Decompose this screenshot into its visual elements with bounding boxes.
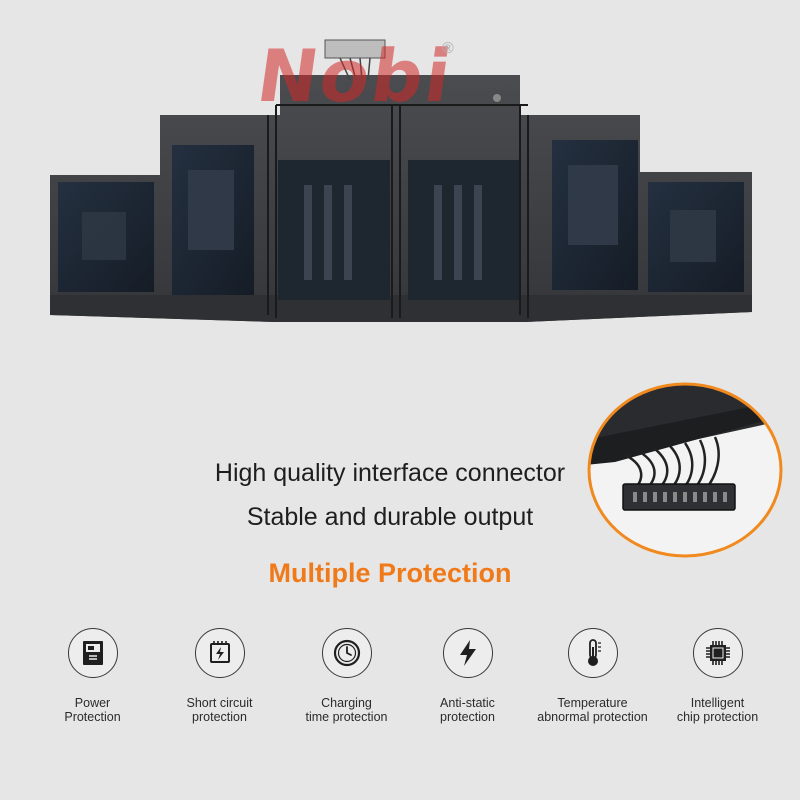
cell-label-far-left bbox=[58, 182, 154, 292]
feature-charging-line2: time protection bbox=[305, 710, 388, 724]
feature-charging-time: Charging time protection bbox=[284, 628, 409, 724]
feature-chip-line2: chip protection bbox=[676, 710, 759, 724]
power-meter-icon bbox=[67, 628, 118, 678]
chip-icon bbox=[692, 628, 743, 678]
feature-temperature-line1: Temperature bbox=[557, 696, 628, 710]
clock-icon bbox=[321, 628, 372, 678]
cell-label-center-left bbox=[278, 160, 390, 300]
feature-charging-line1: Charging bbox=[321, 696, 372, 710]
feature-power: Power Protection bbox=[30, 628, 155, 724]
feature-anti-static-line1: Anti-static bbox=[440, 696, 495, 710]
connector-zoom bbox=[587, 382, 783, 558]
feature-power-line1: Power bbox=[74, 696, 111, 710]
feature-anti-static-line2: protection bbox=[440, 710, 495, 724]
cell-label-center-right bbox=[408, 160, 520, 300]
connector-plug bbox=[622, 483, 736, 511]
cell-label-far-right bbox=[648, 182, 744, 292]
feature-temperature: Temperature abnormal protection bbox=[530, 628, 655, 724]
intro-line-1: High quality interface connector bbox=[214, 459, 566, 487]
brand-logo: Nobi bbox=[252, 34, 458, 118]
top-connector bbox=[324, 39, 386, 81]
ribbon-cables bbox=[267, 104, 529, 318]
feature-chip-line1: Intelligent bbox=[690, 696, 745, 710]
feature-temperature-line2: abnormal protection bbox=[537, 710, 648, 724]
cell-label-right bbox=[552, 140, 638, 290]
intro-line-2: Stable and durable output bbox=[246, 503, 534, 531]
headline: Multiple Protection bbox=[268, 558, 512, 588]
feature-anti-static: Anti-static protection bbox=[405, 628, 530, 724]
feature-chip: Intelligent chip protection bbox=[655, 628, 780, 724]
lightning-icon bbox=[442, 628, 493, 678]
feature-short-circuit-line1: Short circuit bbox=[186, 696, 253, 710]
short-circuit-icon bbox=[194, 628, 245, 678]
thermometer-icon bbox=[567, 628, 618, 678]
feature-list: Power Protection Short circuit protectio… bbox=[30, 628, 780, 738]
feature-short-circuit-line2: protection bbox=[192, 710, 247, 724]
feature-short-circuit: Short circuit protection bbox=[157, 628, 282, 724]
cell-label-left bbox=[172, 145, 254, 295]
feature-power-line2: Protection bbox=[64, 710, 121, 724]
registered-mark: ® bbox=[442, 40, 454, 57]
